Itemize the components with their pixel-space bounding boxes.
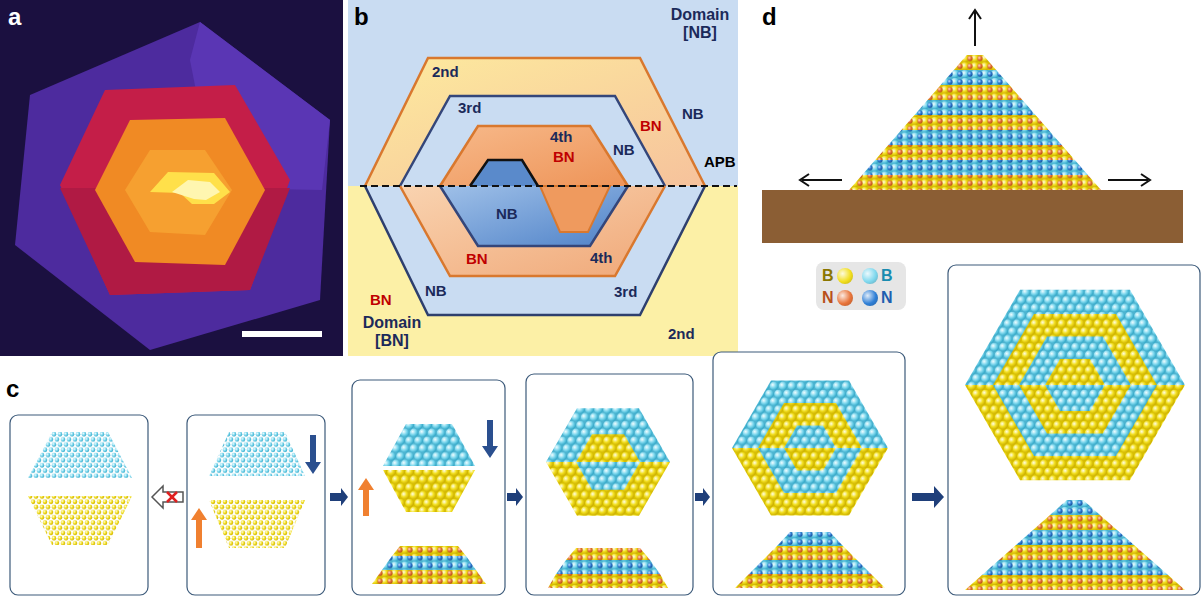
domain-label: Domain [NB] (664, 6, 736, 41)
layer-number: 2nd (668, 326, 695, 343)
legend-text: N (822, 290, 834, 306)
atom-swatch (862, 268, 878, 284)
legend-entry: N (862, 288, 893, 308)
termination-label: NB (425, 283, 447, 300)
legend-entry: B (862, 266, 893, 286)
termination-label: NB (682, 106, 704, 123)
growth-sequence (10, 265, 1200, 595)
layer-number: 2nd (432, 64, 459, 81)
legend-text: B (822, 268, 834, 284)
termination-label: NB (613, 142, 635, 159)
layer-number: 3rd (458, 100, 481, 117)
atom-swatch (837, 268, 853, 284)
termination-label: BN (553, 149, 575, 166)
legend-entry: B (822, 266, 853, 286)
atom-swatch (862, 290, 878, 306)
micrograph (0, 0, 343, 356)
termination-label: BN (466, 251, 488, 268)
layer-number: 4th (590, 250, 613, 267)
layer-number: 3rd (614, 284, 637, 301)
panel-label: d (762, 4, 777, 30)
layer-number: 4th (550, 129, 573, 146)
panel-label: b (354, 4, 369, 30)
atom-swatch (837, 290, 853, 306)
termination-label: BN (370, 292, 392, 309)
legend-text: B (881, 268, 893, 284)
domain-schematic (348, 0, 738, 356)
panel-label: a (8, 4, 21, 30)
legend-text: N (881, 290, 893, 306)
legend-entry: N (822, 288, 853, 308)
legend-panel (816, 262, 906, 310)
panel-label: c (6, 376, 19, 402)
termination-label: BN (640, 118, 662, 135)
termination-label: NB (496, 206, 518, 223)
boundary-label: APB (704, 154, 736, 171)
domain-label: Domain [BN] (356, 314, 428, 349)
